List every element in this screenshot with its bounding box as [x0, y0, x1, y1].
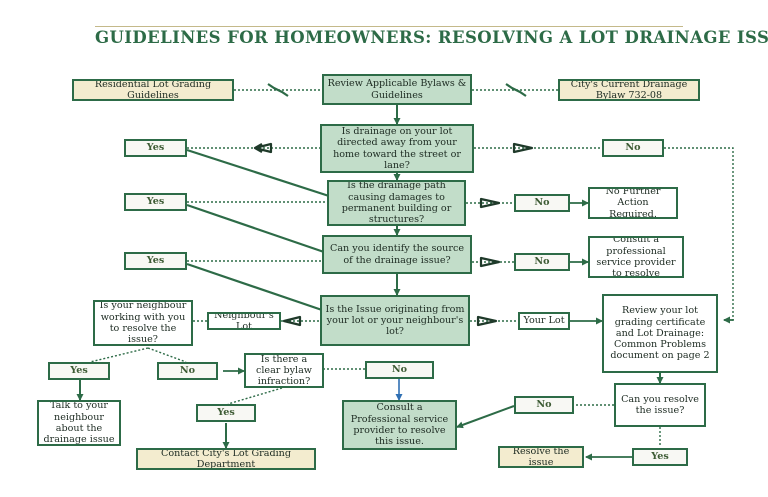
question-can-resolve: Can you resolve the issue?: [614, 383, 706, 427]
q3-no-label: No: [514, 253, 570, 271]
your-lot-label: Your Lot: [518, 312, 570, 330]
edge-qb-yes: [227, 387, 283, 405]
no-further-action-box: No Further Action Required.: [588, 187, 678, 219]
question-identify-source: Can you identify the source of the drain…: [322, 235, 472, 274]
qr-yes-label: Yes: [632, 448, 688, 466]
question-drainage-damages: Is the drainage path causing damages to …: [327, 180, 466, 226]
residential-guidelines-box: Residential Lot Grading Guidelines: [72, 79, 234, 101]
edge-qn-no: [147, 347, 187, 363]
drainage-bylaw-box: City's Current Drainage Bylaw 732-08: [558, 79, 700, 101]
question-drainage-directed: Is drainage on your lot directed away fr…: [320, 124, 474, 173]
edge-qn-yes: [89, 347, 149, 363]
block-arrow-q1-yes: [253, 142, 273, 154]
edge-q2yes-q3: [186, 203, 325, 254]
qn-yes-label: Yes: [48, 362, 110, 380]
block-arrow-q4-yourlot: [476, 315, 498, 327]
title-rule: [95, 26, 683, 27]
edge-q1yes-q2: [186, 148, 330, 198]
edge-qrno-consult: [456, 405, 515, 429]
q3-yes-label: Yes: [124, 252, 187, 270]
review-certificate-box: Review your lot grading certificate and …: [602, 294, 718, 373]
qr-no-label: No: [514, 396, 574, 414]
page-title: GUIDELINES FOR HOMEOWNERS: RESOLVING A L…: [95, 28, 768, 47]
block-arrow-q2-no: [479, 197, 501, 209]
block-arrow-q4-neighbour: [282, 315, 302, 327]
review-bylaws-box: Review Applicable Bylaws & Guidelines: [322, 74, 472, 105]
consult-professional-box: Consult a professional service provider …: [588, 236, 684, 278]
resolve-issue-box: Resolve the issue: [498, 446, 584, 468]
squiggle-right: [505, 83, 527, 97]
block-arrow-q1-no: [512, 142, 534, 154]
q2-yes-label: Yes: [124, 193, 187, 211]
qb-yes-label: Yes: [196, 404, 256, 422]
consult-professional-resolve-box: Consult a Professional service provider …: [342, 400, 457, 450]
block-arrow-q3-no: [479, 256, 501, 268]
question-issue-origin: Is the Issue originating from your lot o…: [320, 295, 470, 346]
q1-yes-label: Yes: [124, 139, 187, 157]
q2-no-label: No: [514, 194, 570, 212]
edge-q3yes-q4: [186, 262, 323, 312]
neighbours-lot-label: Neighbour's Lot: [207, 312, 281, 330]
question-neighbour-working: Is your neighbour working with you to re…: [93, 300, 193, 346]
squiggle-left: [267, 83, 289, 97]
edge-q1no-review: [664, 147, 735, 321]
qn-no-label: No: [157, 362, 218, 380]
contact-city-box: Contact City's Lot Grading Department: [136, 448, 316, 470]
question-bylaw-infraction: Is there a clear bylaw infraction?: [244, 353, 324, 388]
qb-no-label: No: [365, 361, 434, 379]
talk-neighbour-box: Talk to your neighbour about the drainag…: [37, 400, 121, 446]
q1-no-label: No: [602, 139, 664, 157]
